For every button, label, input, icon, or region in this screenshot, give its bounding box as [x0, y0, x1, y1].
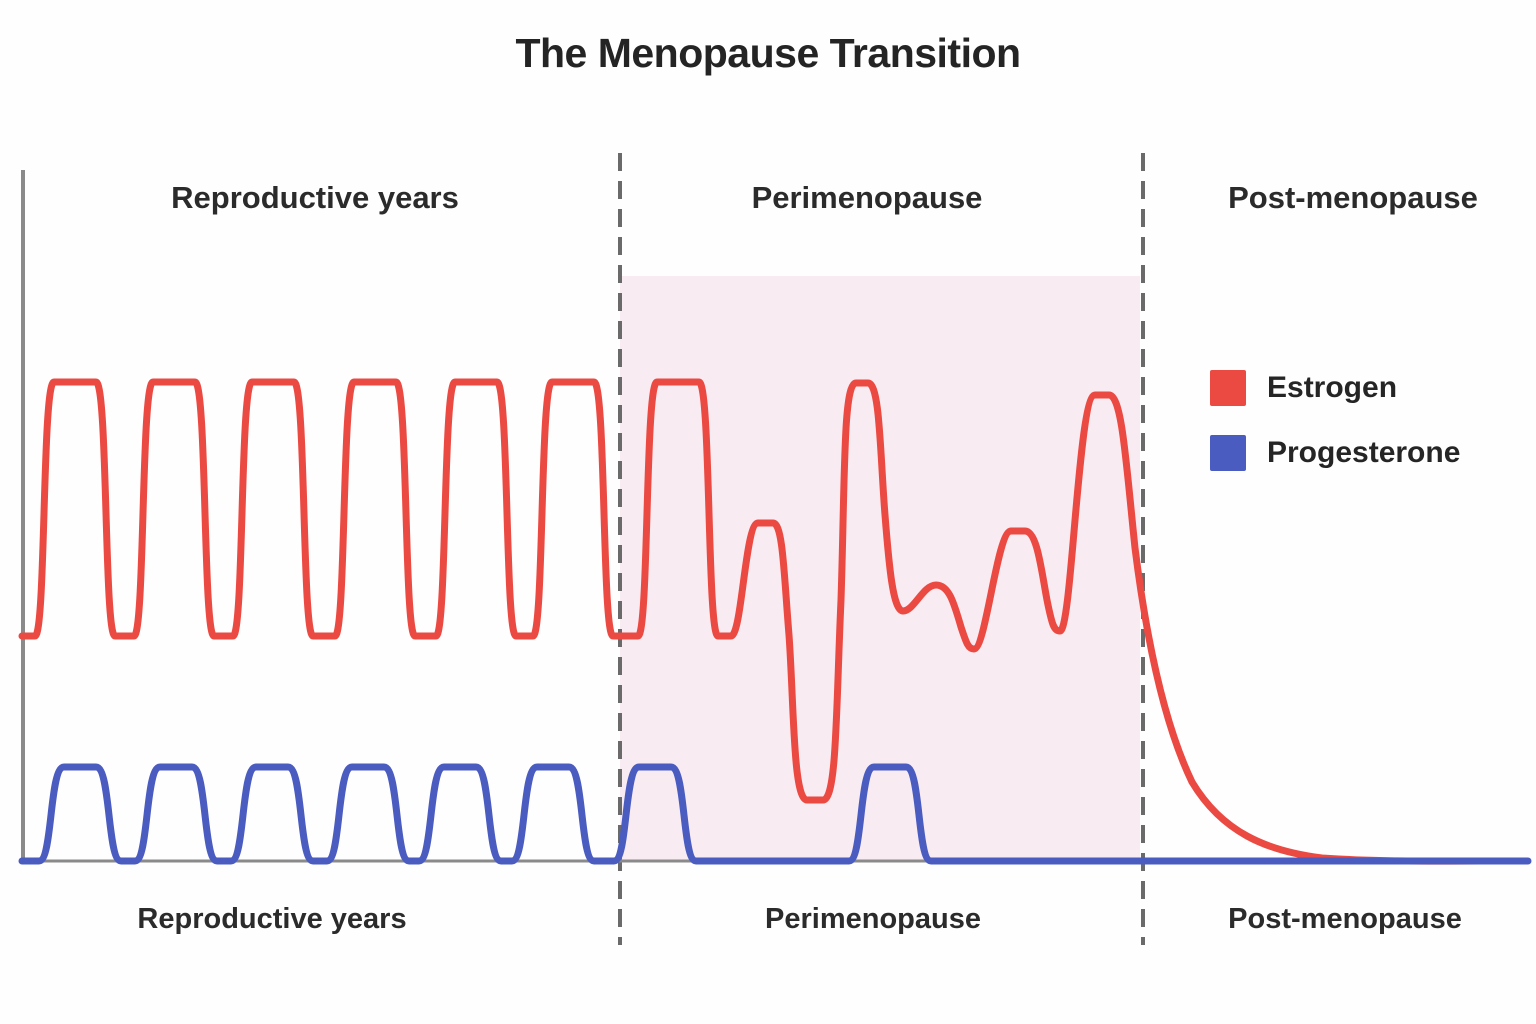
legend-item-progesterone: Progesterone — [1210, 435, 1460, 471]
phase-label-top-reproductive-years: Reproductive years — [171, 180, 459, 215]
phase-label-bottom-reproductive-years: Reproductive years — [137, 903, 407, 935]
legend-label-progesterone: Progesterone — [1267, 436, 1461, 469]
progesterone-curve — [18, 763, 1532, 865]
estrogen-color-swatch — [1210, 370, 1246, 406]
perimenopause-highlight-region — [620, 276, 1140, 861]
chart-legend: Estrogen Progesterone — [1210, 370, 1460, 471]
phase-label-bottom-post-menopause: Post-menopause — [1228, 903, 1462, 935]
estrogen-curve — [18, 378, 1528, 865]
progesterone-color-swatch — [1210, 435, 1246, 471]
legend-item-estrogen: Estrogen — [1210, 370, 1460, 406]
phase-label-top-perimenopause: Perimenopause — [751, 180, 983, 215]
phase-label-bottom-perimenopause: Perimenopause — [765, 903, 981, 935]
chart-title: The Menopause Transition — [515, 30, 1021, 76]
legend-label-estrogen: Estrogen — [1267, 371, 1398, 404]
phase-label-top-post-menopause: Post-menopause — [1228, 180, 1478, 215]
